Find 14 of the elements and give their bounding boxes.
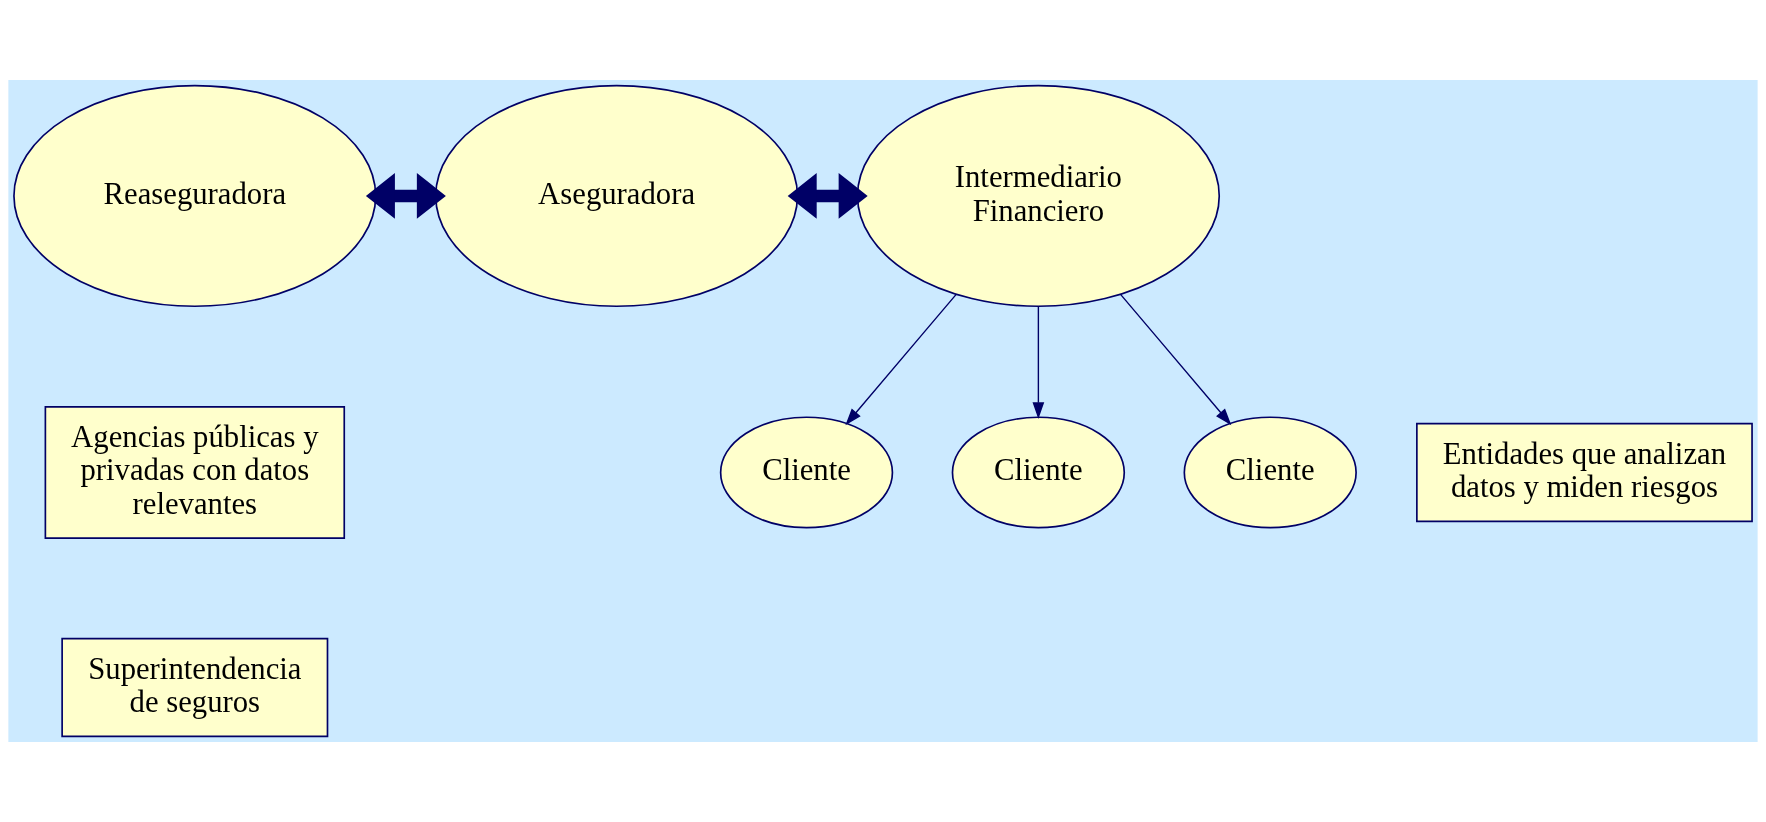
arrow xyxy=(365,173,446,219)
node-ellipse: Reaseguradora xyxy=(13,84,377,308)
node-ellipse: Aseguradora xyxy=(434,84,799,308)
node-ellipse: Cliente xyxy=(951,416,1126,529)
node-box: Superintendencia de seguros xyxy=(61,637,329,738)
arrow xyxy=(845,293,957,426)
node-box: Agencias públicas y privadas con datos relevantes xyxy=(44,405,346,539)
arrow xyxy=(1032,305,1045,420)
node-ellipse: Cliente xyxy=(1183,416,1357,529)
node-ellipse: Intermediario Financiero xyxy=(856,84,1221,308)
node-box: Entidades que analizan datos y miden riesgos xyxy=(1416,422,1753,523)
node-ellipse: Cliente xyxy=(719,416,894,529)
arrow xyxy=(787,173,868,219)
arrow xyxy=(1120,293,1232,426)
